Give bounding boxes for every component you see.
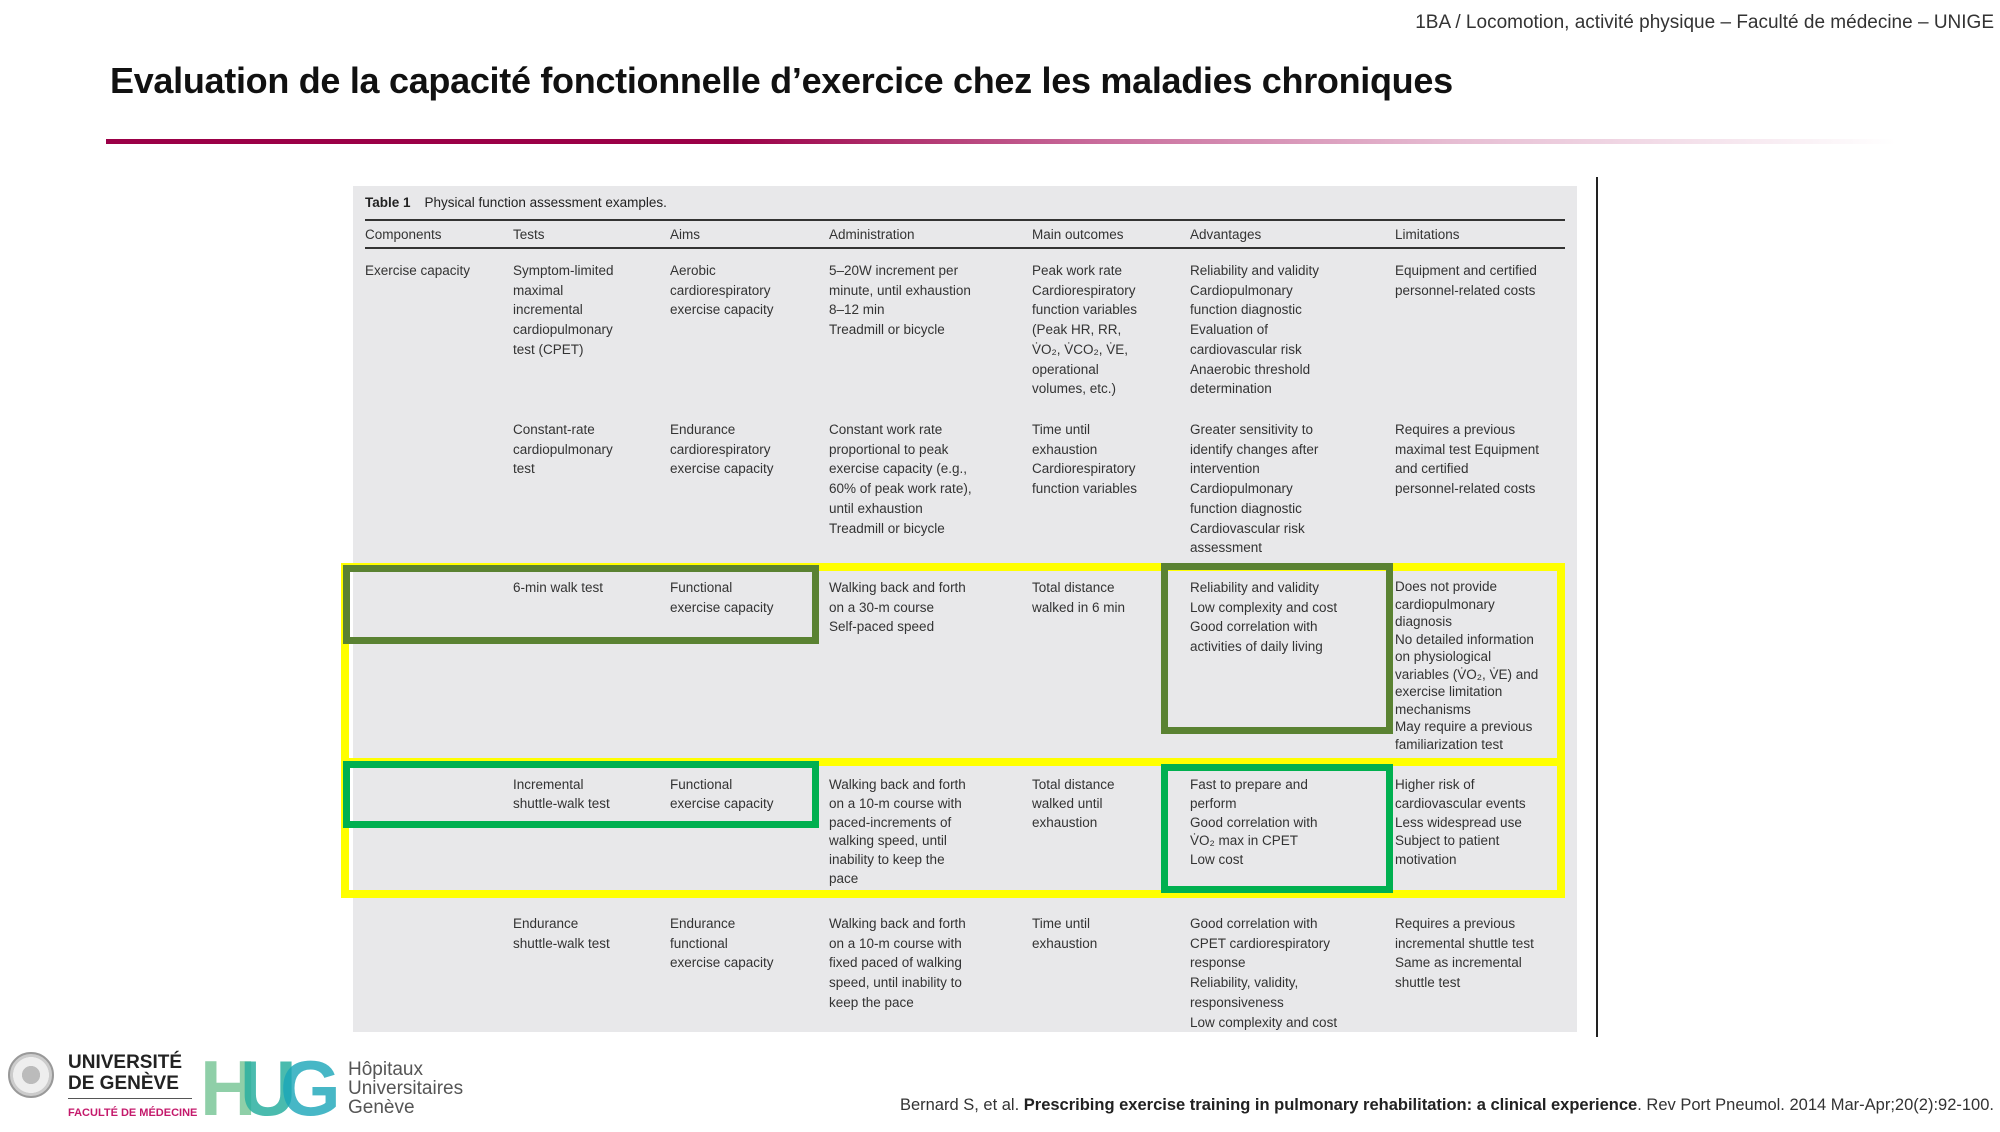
table-cell-main-outcomes: Time until exhaustion Cardiorespiratory … [1032,422,1138,497]
table-cell-limitations: Does not provide cardiopulmonary diagnos… [1395,579,1539,752]
table-cell-advantages: Greater sensitivity to identify changes … [1190,422,1319,556]
table-cell-administration: 5–20W increment per minute, until exhaus… [829,263,971,338]
table-cell-main-outcomes: Total distance walked until exhaustion [1032,777,1115,830]
table-cell-tests: Symptom-limited maximal incremental card… [513,263,614,357]
unige-rule [68,1098,192,1099]
unige-faculty: FACULTÉ DE MÉDECINE [68,1107,198,1119]
table-cell-tests: Endurance shuttle-walk test [513,916,610,951]
table-header-rule [365,247,1565,249]
unige-line1: UNIVERSITÉ [68,1052,183,1073]
highlight-6mwt-advantages [1161,563,1393,734]
table-caption-text: Physical function assessment examples. [424,195,667,210]
column-header-limitations: Limitations [1395,227,1460,242]
table-cell-administration: Walking back and forth on a 30-m course … [829,580,966,635]
highlight-iswt-advantages [1161,764,1393,893]
table-cell-components [365,420,505,570]
table-cell-aims: Functional exercise capacity [670,777,774,811]
table-cell-main-outcomes: Time until exhaustion [1032,916,1098,951]
unige-seal-icon [8,1052,54,1098]
citation-source: . Rev Port Pneumol. 2014 Mar-Apr;20(2):9… [1637,1096,1994,1114]
table-cell-limitations: Requires a previous maximal test Equipme… [1395,422,1540,497]
table-cell-aims: Functional exercise capacity [670,580,774,615]
table-cell-limitations: Equipment and certified personnel-relate… [1395,263,1537,298]
column-header-advantages: Advantages [1190,227,1262,242]
table-cell-administration: Walking back and forth on a 10-m course … [829,777,966,886]
slide-title: Evaluation de la capacité fonctionnelle … [110,60,1453,101]
title-divider [106,139,1896,144]
table-cell-advantages: Good correlation with CPET cardiorespira… [1190,916,1338,1030]
table-cell-main-outcomes: Peak work rate Cardiorespiratory functio… [1032,263,1138,397]
table-top-rule [365,219,1565,221]
highlight-yellow-walk-tests [341,563,1565,898]
table-cell-components [365,914,505,1034]
highlight-iswt-test-aim [343,761,819,828]
citation-title: Prescribing exercise training in pulmona… [1023,1096,1638,1114]
vertical-divider [1596,177,1598,1037]
table-cell-administration: Walking back and forth on a 10-m course … [829,916,966,1010]
table-label: Table 1 [365,195,411,210]
table-cell-aims: Aerobic cardiorespiratory exercise capac… [670,263,774,318]
column-header-tests: Tests [513,227,545,242]
table-cell-limitations: Higher risk of cardiovascular events Les… [1395,777,1526,868]
citation: Bernard S, et al. Prescribing exercise t… [900,1096,1994,1115]
table-cell-advantages: Reliability and validity Cardiopulmonary… [1190,263,1320,397]
table-cell-limitations: Requires a previous incremental shuttle … [1395,916,1534,991]
table-cell-components: Exercise capacity [365,263,471,278]
table-cell-tests: Incremental shuttle-walk test [513,777,610,811]
table-caption: Table 1 Physical function assessment exam… [365,195,667,210]
highlight-6mwt-test-aim [343,565,819,644]
table-cell-advantages: Fast to prepare and perform Good correla… [1190,777,1318,868]
citation-authors: Bernard S, et al. [899,1096,1024,1114]
table-cell-aims: Endurance functional exercise capacity [670,916,774,971]
table-cell-tests: Constant-rate cardiopulmonary test [513,422,613,477]
column-header-administration: Administration [829,227,915,242]
hug-name: Hôpitaux Universitaires Genève [348,1059,464,1118]
table-cell-advantages: Reliability and validity Low complexity … [1190,580,1338,655]
column-header-main-outcomes: Main outcomes [1032,227,1124,242]
table-cell-aims: Endurance cardiorespiratory exercise cap… [670,422,774,477]
unige-line2: DE GENÈVE [68,1073,179,1094]
course-header: 1BA / Locomotion, activité physique – Fa… [1415,12,1994,33]
column-header-aims: Aims [670,227,700,242]
column-header-components: Components [365,227,442,242]
table-cell-administration: Constant work rate proportional to peak … [829,422,972,536]
highlight-yellow-divider [341,758,1565,766]
table-cell-main-outcomes: Total distance walked in 6 min [1032,580,1126,615]
table-cell-tests: 6-min walk test [513,580,604,595]
